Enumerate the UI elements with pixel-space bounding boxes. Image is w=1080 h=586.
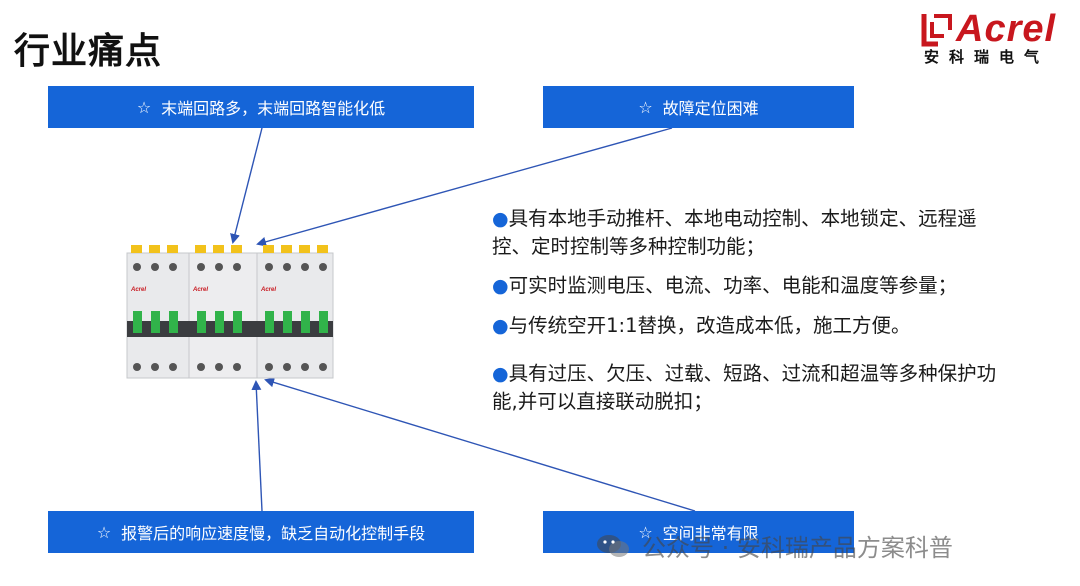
feature-item: ●具有本地手动推杆、本地电动控制、本地锁定、远程遥控、定时控制等多种控制功能； bbox=[492, 207, 977, 258]
star-icon: ☆ bbox=[638, 522, 653, 542]
star-icon: ☆ bbox=[136, 97, 152, 117]
module-label: Acrel bbox=[130, 287, 146, 293]
logo-wordmark: Acrel bbox=[956, 8, 1057, 50]
callout-text: 故障定位困难 bbox=[662, 99, 759, 118]
feature-item: ●具有过压、欠压、过载、短路、过流和超温等多种保护功能,并可以直接联动脱扣； bbox=[492, 362, 997, 413]
feature-item: ●可实时监测电压、电流、功率、电能和温度等参量； bbox=[492, 274, 958, 297]
arrow-top-left bbox=[230, 127, 263, 244]
star-icon: ☆ bbox=[638, 97, 653, 117]
star-icon: ☆ bbox=[96, 522, 112, 542]
bullet-icon: ● bbox=[492, 208, 509, 230]
wechat-icon bbox=[597, 534, 629, 557]
watermark: 公众号 · 安科瑞产品方案科普 bbox=[596, 528, 953, 563]
module-label: Acrel bbox=[260, 287, 276, 293]
callout-bottom-right: ☆ 空间非常有限 bbox=[543, 511, 854, 553]
logo-subtitle: 安科瑞电气 bbox=[924, 48, 1050, 66]
callout-top-right: ☆ 故障定位困难 bbox=[543, 86, 854, 128]
bullet-icon: ● bbox=[492, 363, 509, 385]
bullet-icon: ● bbox=[492, 275, 509, 297]
module-label: Acrel bbox=[192, 287, 208, 293]
callout-bottom-left: ☆ 报警后的响应速度慢，缺乏自动化控制手段 bbox=[48, 511, 474, 553]
callout-text: 空间非常有限 bbox=[662, 524, 759, 543]
arrow-bottom-left bbox=[251, 380, 263, 512]
watermark-text: 公众号 · 安科瑞产品方案科普 bbox=[642, 534, 953, 562]
feature-item: ●与传统空开1:1替换，改造成本低，施工方便。 bbox=[492, 314, 911, 337]
arrow-top-right bbox=[256, 127, 673, 247]
logo-mark-icon bbox=[921, 14, 952, 47]
callout-text: 报警后的响应速度慢，缺乏自动化控制手段 bbox=[121, 524, 426, 543]
bullet-icon: ● bbox=[492, 315, 509, 337]
callout-text: 末端回路多，末端回路智能化低 bbox=[161, 99, 386, 118]
circuit-breaker-image: Acrel Acrel Acrel bbox=[125, 245, 335, 380]
page-title: 行业痛点 bbox=[14, 31, 163, 72]
callout-top-left: ☆ 末端回路多，末端回路智能化低 bbox=[48, 86, 474, 128]
acrel-logo: Acrel 安科瑞电气 bbox=[920, 8, 1070, 70]
arrow-bottom-right bbox=[264, 377, 696, 512]
feature-list: ●具有本地手动推杆、本地电动控制、本地锁定、远程遥控、定时控制等多种控制功能； … bbox=[492, 205, 1012, 415]
